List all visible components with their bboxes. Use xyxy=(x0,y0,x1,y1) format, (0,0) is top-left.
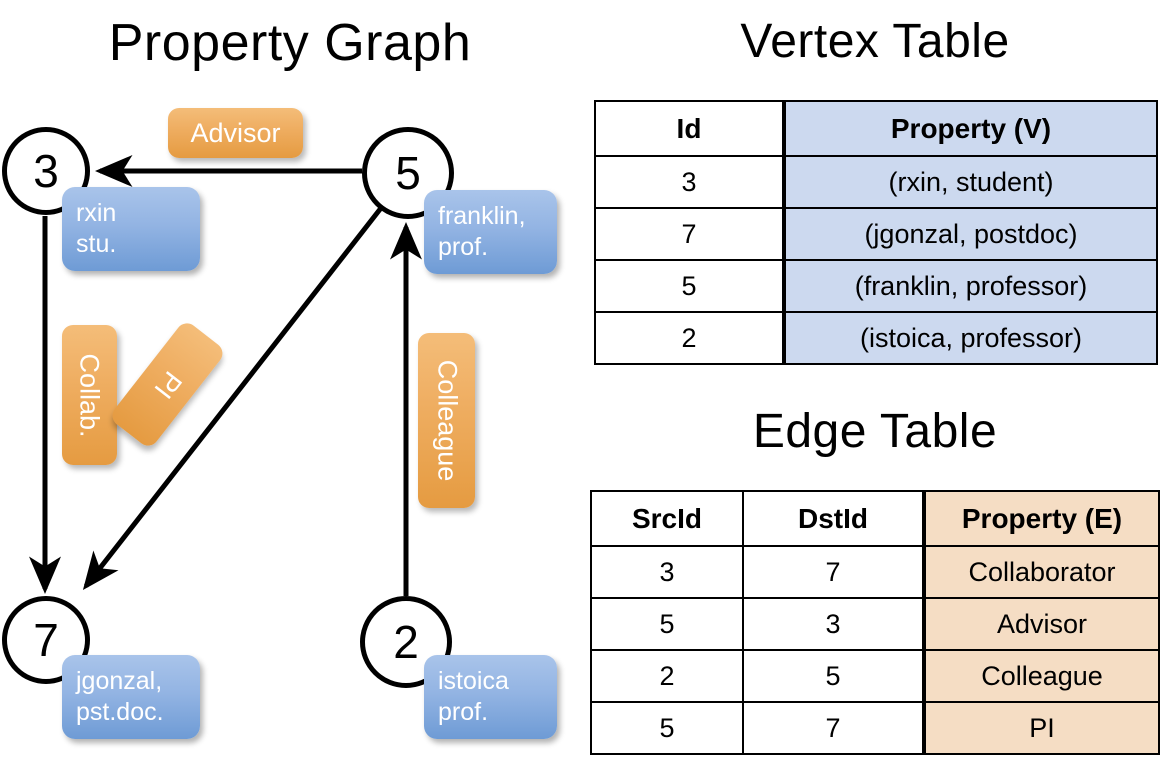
page-title-vertex-table: Vertex Table xyxy=(740,15,1010,68)
page-title-property-graph: Property Graph xyxy=(108,14,472,72)
edge-table-header-dstid: DstId xyxy=(742,490,925,547)
table-row[interactable]: 5 (franklin, professor) xyxy=(594,259,1158,313)
node-property-line-2: prof. xyxy=(438,233,489,261)
table-row[interactable]: 5 3 Advisor xyxy=(590,597,1160,651)
node-property-line-1: istoica xyxy=(438,667,509,695)
edge-label-advisor-text: Advisor xyxy=(190,117,281,148)
vertex-table-header-id: Id xyxy=(594,100,785,157)
node-property-line-1: franklin, xyxy=(438,202,526,230)
vertex-cell-id: 3 xyxy=(594,155,785,209)
edge-table-header-property: Property (E) xyxy=(922,490,1160,547)
graph-node-2-label: 2 xyxy=(393,616,419,668)
node-property-callout-istoica: istoica prof. xyxy=(424,655,557,739)
edge-label-colleague: Colleague xyxy=(418,333,475,508)
property-graph-diagram: 3 5 7 2 rxin stu. franklin, prof. jgonza… xyxy=(0,0,580,760)
edge-cell-srcid: 2 xyxy=(590,649,744,703)
edge-label-collab-text: Collab. xyxy=(75,352,106,438)
edge-cell-dstid: 7 xyxy=(742,701,925,755)
edge-arrow-5-to-7 xyxy=(82,206,383,590)
node-property-line-1: rxin xyxy=(76,199,117,227)
edge-cell-property: PI xyxy=(922,701,1160,755)
table-row[interactable]: 2 (istoica, professor) xyxy=(594,311,1158,365)
graph-node-5-label: 5 xyxy=(395,147,421,199)
edge-cell-srcid: 3 xyxy=(590,545,744,599)
edge-table: SrcId DstId Property (E) 3 7 Collaborato… xyxy=(590,490,1160,755)
edge-cell-srcid: 5 xyxy=(590,597,744,651)
vertex-cell-property: (franklin, professor) xyxy=(782,259,1158,313)
vertex-table-header-property: Property (V) xyxy=(782,100,1158,157)
vertex-cell-property: (rxin, student) xyxy=(782,155,1158,209)
edge-cell-dstid: 3 xyxy=(742,597,925,651)
node-property-callout-jgonzal: jgonzal, pst.doc. xyxy=(62,655,200,739)
edge-cell-srcid: 5 xyxy=(590,701,744,755)
node-property-line-2: pst.doc. xyxy=(76,698,164,726)
vertex-cell-id: 2 xyxy=(594,311,785,365)
edge-label-colleague-text: Colleague xyxy=(432,359,462,482)
node-property-callout-franklin: franklin, prof. xyxy=(424,190,557,274)
vertex-cell-property: (istoica, professor) xyxy=(782,311,1158,365)
vertex-cell-id: 7 xyxy=(594,207,785,261)
edge-cell-dstid: 5 xyxy=(742,649,925,703)
vertex-cell-id: 5 xyxy=(594,259,785,313)
table-row[interactable]: 2 5 Colleague xyxy=(590,649,1160,703)
edge-cell-property: Advisor xyxy=(922,597,1160,651)
node-property-line-2: prof. xyxy=(438,698,489,726)
edge-table-header-srcid: SrcId xyxy=(590,490,744,547)
vertex-table-header-row: Id Property (V) xyxy=(594,100,1158,157)
edge-cell-property: Collaborator xyxy=(922,545,1160,599)
graph-node-5[interactable]: 5 xyxy=(362,127,454,219)
graph-node-7-label: 7 xyxy=(33,614,59,666)
table-row[interactable]: 3 7 Collaborator xyxy=(590,545,1160,599)
node-property-callout-rxin: rxin stu. xyxy=(62,187,200,271)
graph-edge-arrows xyxy=(29,155,422,596)
table-row[interactable]: 3 (rxin, student) xyxy=(594,155,1158,209)
edge-label-advisor: Advisor xyxy=(168,108,303,158)
graph-node-3-label: 3 xyxy=(33,145,59,197)
page-title-edge-table: Edge Table xyxy=(752,405,998,458)
edge-label-pi-text: PI xyxy=(148,365,188,405)
table-row[interactable]: 7 (jgonzal, postdoc) xyxy=(594,207,1158,261)
edge-table-header-row: SrcId DstId Property (E) xyxy=(590,490,1160,547)
graph-node-2[interactable]: 2 xyxy=(360,596,452,688)
vertex-table: Id Property (V) 3 (rxin, student) 7 (jgo… xyxy=(594,100,1158,365)
edge-label-collab: Collab. xyxy=(62,325,117,465)
table-row[interactable]: 5 7 PI xyxy=(590,701,1160,755)
node-property-line-2: stu. xyxy=(76,230,117,258)
vertex-cell-property: (jgonzal, postdoc) xyxy=(782,207,1158,261)
edge-cell-property: Colleague xyxy=(922,649,1160,703)
edge-cell-dstid: 7 xyxy=(742,545,925,599)
node-property-line-1: jgonzal, xyxy=(76,667,163,695)
